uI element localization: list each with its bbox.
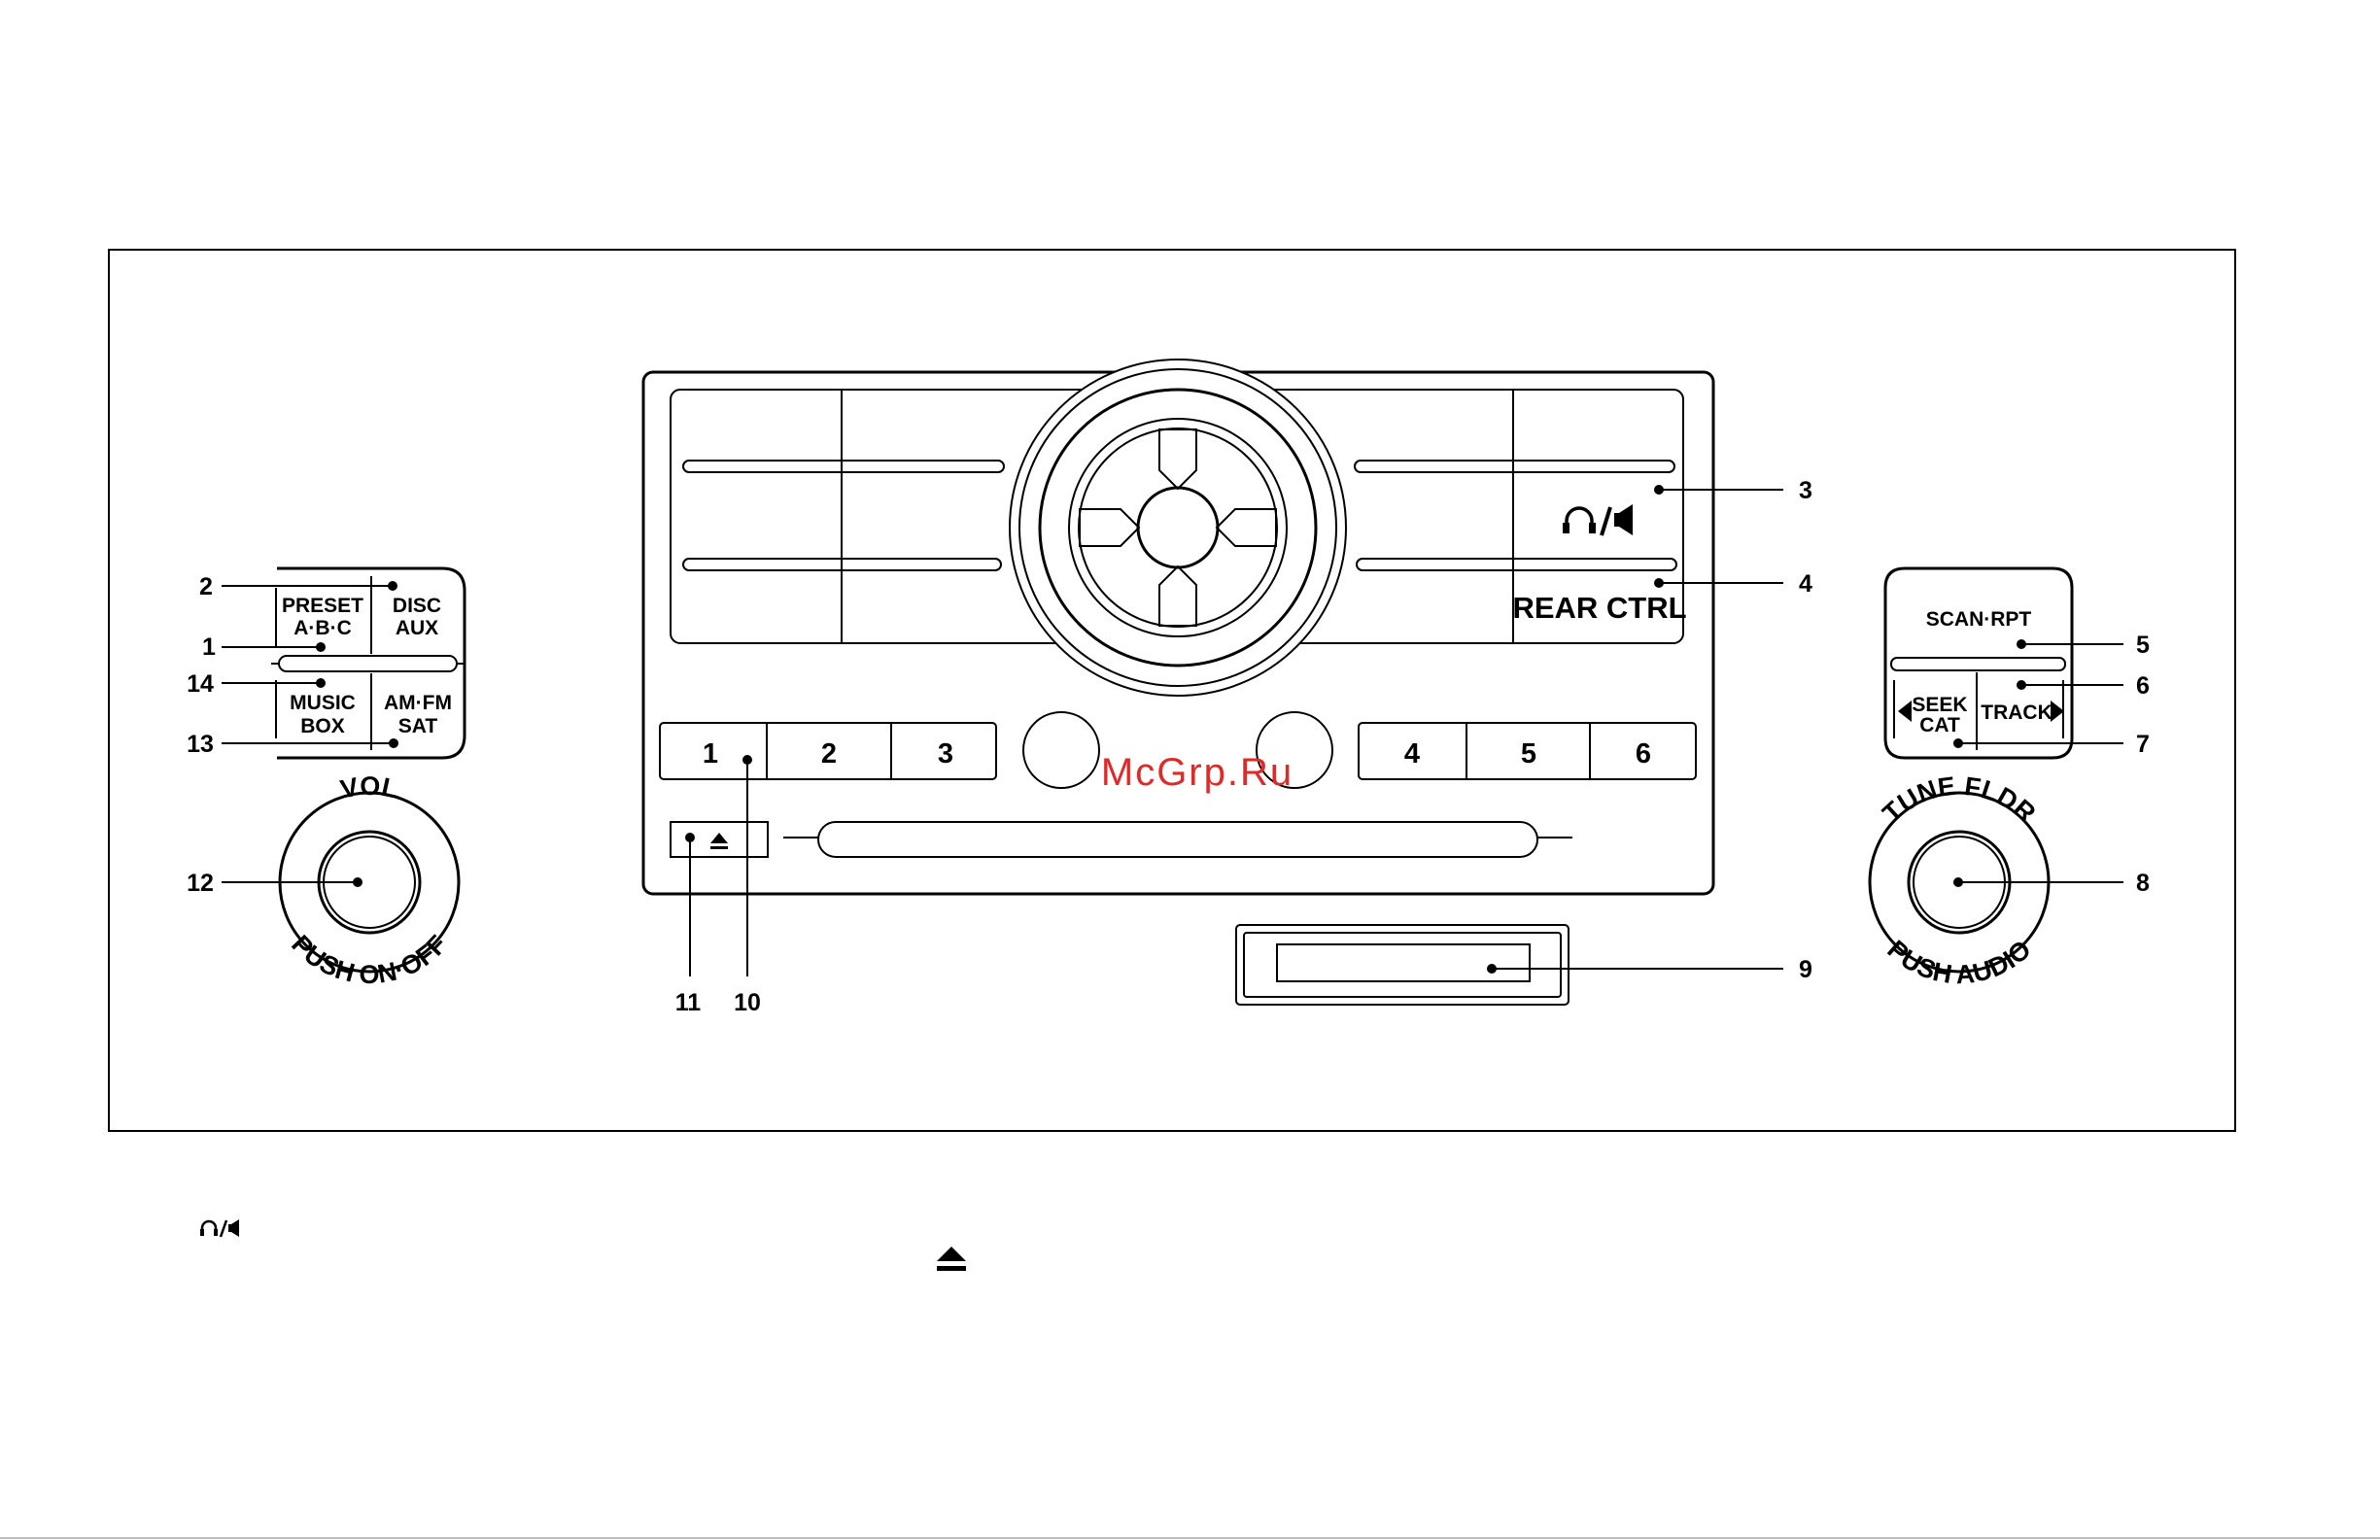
sat-label[interactable]: SAT (398, 715, 438, 737)
headphone-speaker-icon (200, 1219, 239, 1237)
round-button-left[interactable] (1023, 712, 1099, 788)
triangle-left-icon (1898, 701, 1912, 722)
preset-1-button[interactable]: 1 (703, 738, 718, 770)
card-slot (1277, 944, 1530, 981)
callout-8: 8 (2136, 870, 2150, 897)
callout-12: 12 (187, 870, 214, 897)
push-on-off-label: PUSH ON·OFF (286, 930, 453, 989)
card-slot-outer (1236, 925, 1569, 1005)
eject-icon (710, 833, 728, 849)
tune-fldr-label: TUNE FLDR (1877, 771, 2041, 828)
preset-label[interactable]: PRESET (282, 595, 363, 617)
eject-icon (937, 1247, 966, 1271)
push-audio-label: PUSH AUDIO (1881, 935, 2036, 990)
track-label[interactable]: TRACK (1981, 702, 2052, 724)
callout-14: 14 (187, 670, 214, 698)
seek-label[interactable]: SEEK (1912, 694, 1967, 716)
headphone-speaker-icon[interactable] (1563, 504, 1633, 535)
triangle-right-icon (2051, 701, 2064, 722)
center-dial[interactable] (1010, 359, 1346, 696)
callout-11: 11 (675, 989, 702, 1016)
callout-9: 9 (1799, 956, 1812, 983)
callout-1: 1 (202, 633, 216, 661)
preset-4-button[interactable]: 4 (1404, 738, 1420, 770)
abc-label[interactable]: A·B·C (293, 617, 351, 639)
watermark: McGrp.Ru (1101, 751, 1293, 794)
callout-3: 3 (1799, 477, 1812, 504)
disc-slot (818, 822, 1537, 857)
vol-label: VOL (338, 771, 401, 804)
music-label[interactable]: MUSIC (290, 692, 356, 714)
preset-3-button[interactable]: 3 (938, 738, 953, 770)
box-label[interactable]: BOX (300, 715, 345, 737)
callout-10: 10 (734, 989, 761, 1016)
callout-4: 4 (1799, 570, 1812, 598)
callout-6: 6 (2136, 672, 2150, 700)
right-button-cluster (1885, 568, 2072, 758)
disc-label[interactable]: DISC (393, 595, 441, 617)
preset-2-button[interactable]: 2 (821, 738, 837, 770)
callout-13: 13 (187, 731, 214, 758)
preset-5-button[interactable]: 5 (1521, 738, 1536, 770)
callout-2: 2 (199, 573, 213, 600)
scan-rpt-label[interactable]: SCAN·RPT (1926, 608, 2032, 631)
callout-7: 7 (2136, 731, 2150, 758)
aux-label[interactable]: AUX (396, 617, 438, 639)
preset-6-button[interactable]: 6 (1636, 738, 1651, 770)
amfm-label[interactable]: AM·FM (384, 692, 452, 714)
callout-5: 5 (2136, 632, 2150, 659)
rear-ctrl-label[interactable]: REAR CTRL (1512, 591, 1686, 625)
cat-label[interactable]: CAT (1919, 714, 1960, 736)
